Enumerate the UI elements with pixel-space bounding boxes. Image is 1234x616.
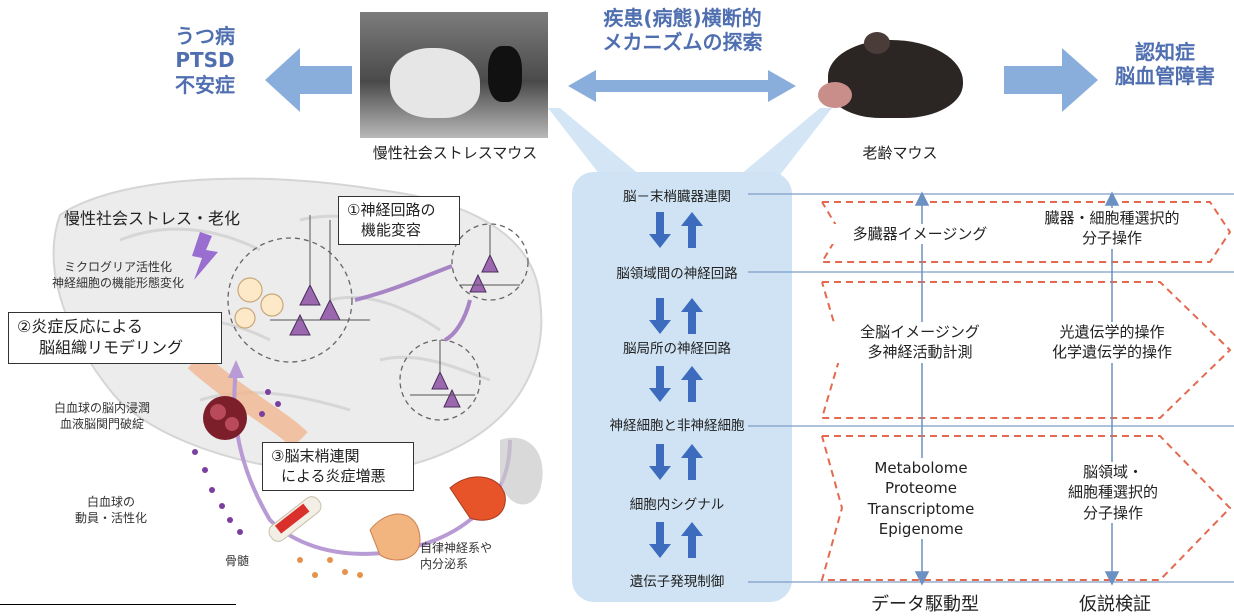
- microglia: [234, 277, 284, 329]
- organ-cell-selective: 臓器・細胞種選択的 分子操作: [1022, 208, 1202, 249]
- box-neural-circuit: ①神経回路の 機能変容: [338, 196, 460, 245]
- bone: [268, 496, 322, 542]
- level-inter-region: 脳領域間の神経回路: [616, 266, 738, 282]
- levels-panel: [572, 172, 792, 602]
- level-gene-expression: 遺伝子発現制御: [629, 574, 725, 590]
- bone-marrow-label: 骨髄: [224, 554, 249, 568]
- brain-illustration: [52, 177, 543, 578]
- right-disorders: 認知症 脳血管障害: [1115, 40, 1215, 89]
- left-arrow: [265, 48, 352, 112]
- hypothesis-label: 仮説検証: [1079, 594, 1151, 615]
- aged-mouse-photo: [818, 18, 978, 130]
- left-disorders: うつ病 PTSD 不安症: [175, 24, 235, 97]
- microglia-label: ミクログリア活性化 神経細胞の機能形態変化: [51, 260, 184, 291]
- stress-mouse-caption: 慢性社会ストレスマウス: [372, 144, 538, 162]
- aged-mouse-caption: 老齢マウス: [862, 144, 938, 162]
- leukocyte-cluster: [203, 396, 247, 440]
- autonomic-label: 自律神経系や 内分泌系: [420, 541, 493, 572]
- stress-mouse-photo: [360, 12, 548, 138]
- funnel-left: [548, 108, 640, 175]
- center-title: 疾患(病態)横断的 メカニズムの探索: [602, 6, 763, 55]
- box-brain-periphery: ③脳末梢連関 による炎症増悪: [262, 442, 414, 491]
- stress-aging-label: 慢性社会ストレス・老化: [64, 209, 241, 228]
- leukocyte-infiltration-label: 白血球の脳内浸潤 血液脳関門破綻: [53, 401, 150, 432]
- leukocyte-mobilization-label: 白血球の 動員・活性化: [74, 495, 147, 526]
- center-double-arrow: [568, 70, 796, 102]
- level-local-circuit: 脳局所の神経回路: [623, 341, 731, 357]
- right-arrow: [1004, 48, 1098, 112]
- level-lines: [748, 193, 1234, 583]
- level-neuron-glia: 神経細胞と非神経細胞: [609, 418, 745, 434]
- level-intracellular: 細胞内シグナル: [629, 497, 725, 513]
- multi-organ-imaging: 多臓器イメージング: [830, 224, 1010, 245]
- region-selective-label: 脳領域・ 細胞種選択的 分子操作: [1048, 462, 1178, 523]
- funnel-right: [740, 108, 832, 175]
- whole-brain-imaging: 全脳イメージング 多神経活動計測: [830, 322, 1010, 363]
- optogenetics-label: 光遺伝学的操作 化学遺伝学的操作: [1022, 322, 1202, 363]
- data-driven-label: データ駆動型: [871, 594, 979, 615]
- neurons: [289, 253, 499, 408]
- footnote-rule: [0, 604, 236, 605]
- omics-list: Metabolome Proteome Transcriptome Epigen…: [846, 458, 996, 539]
- level-arrows: [649, 212, 703, 558]
- level-brain-periphery: 脳－末梢臓器連関: [623, 189, 731, 205]
- box-inflammation: ②炎症反応による 脳組織リモデリング: [8, 312, 222, 364]
